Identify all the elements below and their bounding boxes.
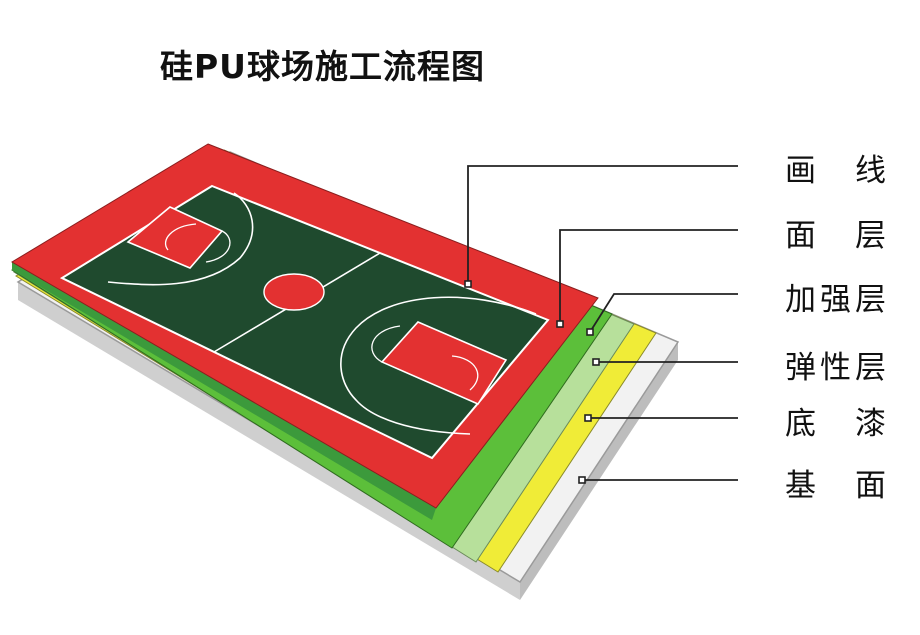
layer-label-primer: 底 漆 [785,406,890,442]
marker-reinforcement [586,328,594,336]
leader-lines [467,165,752,481]
leader-line-reinforcement [589,293,752,333]
court-key-left [126,206,224,269]
layer-label-lines: 画 线 [785,153,890,189]
leader-markers [464,280,600,484]
marker-primer [584,414,592,422]
court-center-circle [263,273,325,311]
court-free-throw-arc-left-outer [205,230,231,263]
court-free-throw-arc-left [164,223,197,251]
marker-surface [556,320,564,328]
base-slab-side [520,342,678,600]
leader-line-lines [467,165,752,284]
layer-label-elastic: 弹性层 [785,350,890,386]
court-basket-arc-right [451,355,479,391]
marker-base [578,476,586,484]
layer-label-reinforcement: 加强层 [785,282,890,318]
top-edge-strip [12,262,436,520]
court-free-throw-arc-right [371,325,401,363]
marker-lines [464,280,472,288]
marker-elastic [592,358,600,366]
court-three-point-arc-right [340,296,537,435]
layer-label-panel [738,118,920,518]
court-three-point-arc-left [107,192,254,286]
diagram-title: 硅PU球场施工流程图 [160,47,485,86]
layer-label-surface: 面 层 [785,218,890,254]
leader-line-surface [559,229,752,324]
base-slab-front [18,282,520,600]
layer-label-base: 基 面 [785,468,890,504]
